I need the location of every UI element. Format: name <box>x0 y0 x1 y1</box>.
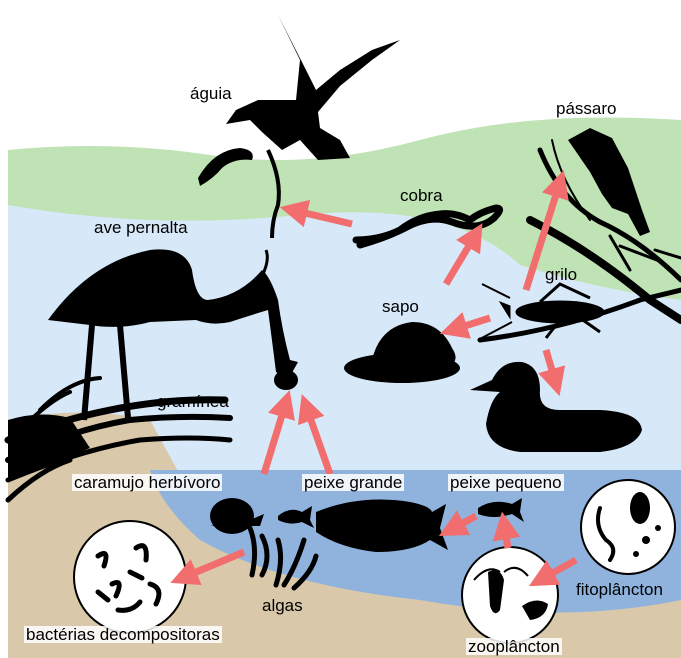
label-aguia: águia <box>190 85 232 102</box>
label-passaro: pássaro <box>556 100 616 117</box>
label-ave-pernalta: ave pernalta <box>94 219 188 236</box>
label-caramujo: caramujo herbívoro <box>72 474 222 491</box>
label-peixe-pequeno: peixe pequeno <box>448 474 564 491</box>
label-graminea: gramínea <box>157 393 229 410</box>
label-fitoplancton: fitoplâncton <box>576 581 663 598</box>
label-algas: algas <box>262 597 303 614</box>
label-grilo: grilo <box>545 266 577 283</box>
label-peixe-grande: peixe grande <box>302 474 404 491</box>
arrow-zoo-to-peixe-pequeno <box>504 524 508 548</box>
label-zooplancton: zooplâncton <box>466 638 562 655</box>
phytoplankton-icon <box>581 480 675 574</box>
zooplankton-icon <box>462 547 558 643</box>
label-sapo: sapo <box>382 298 419 315</box>
bacteria-icon <box>74 521 186 633</box>
label-bacterias: bactérias decompositoras <box>24 626 222 643</box>
label-cobra: cobra <box>400 187 443 204</box>
